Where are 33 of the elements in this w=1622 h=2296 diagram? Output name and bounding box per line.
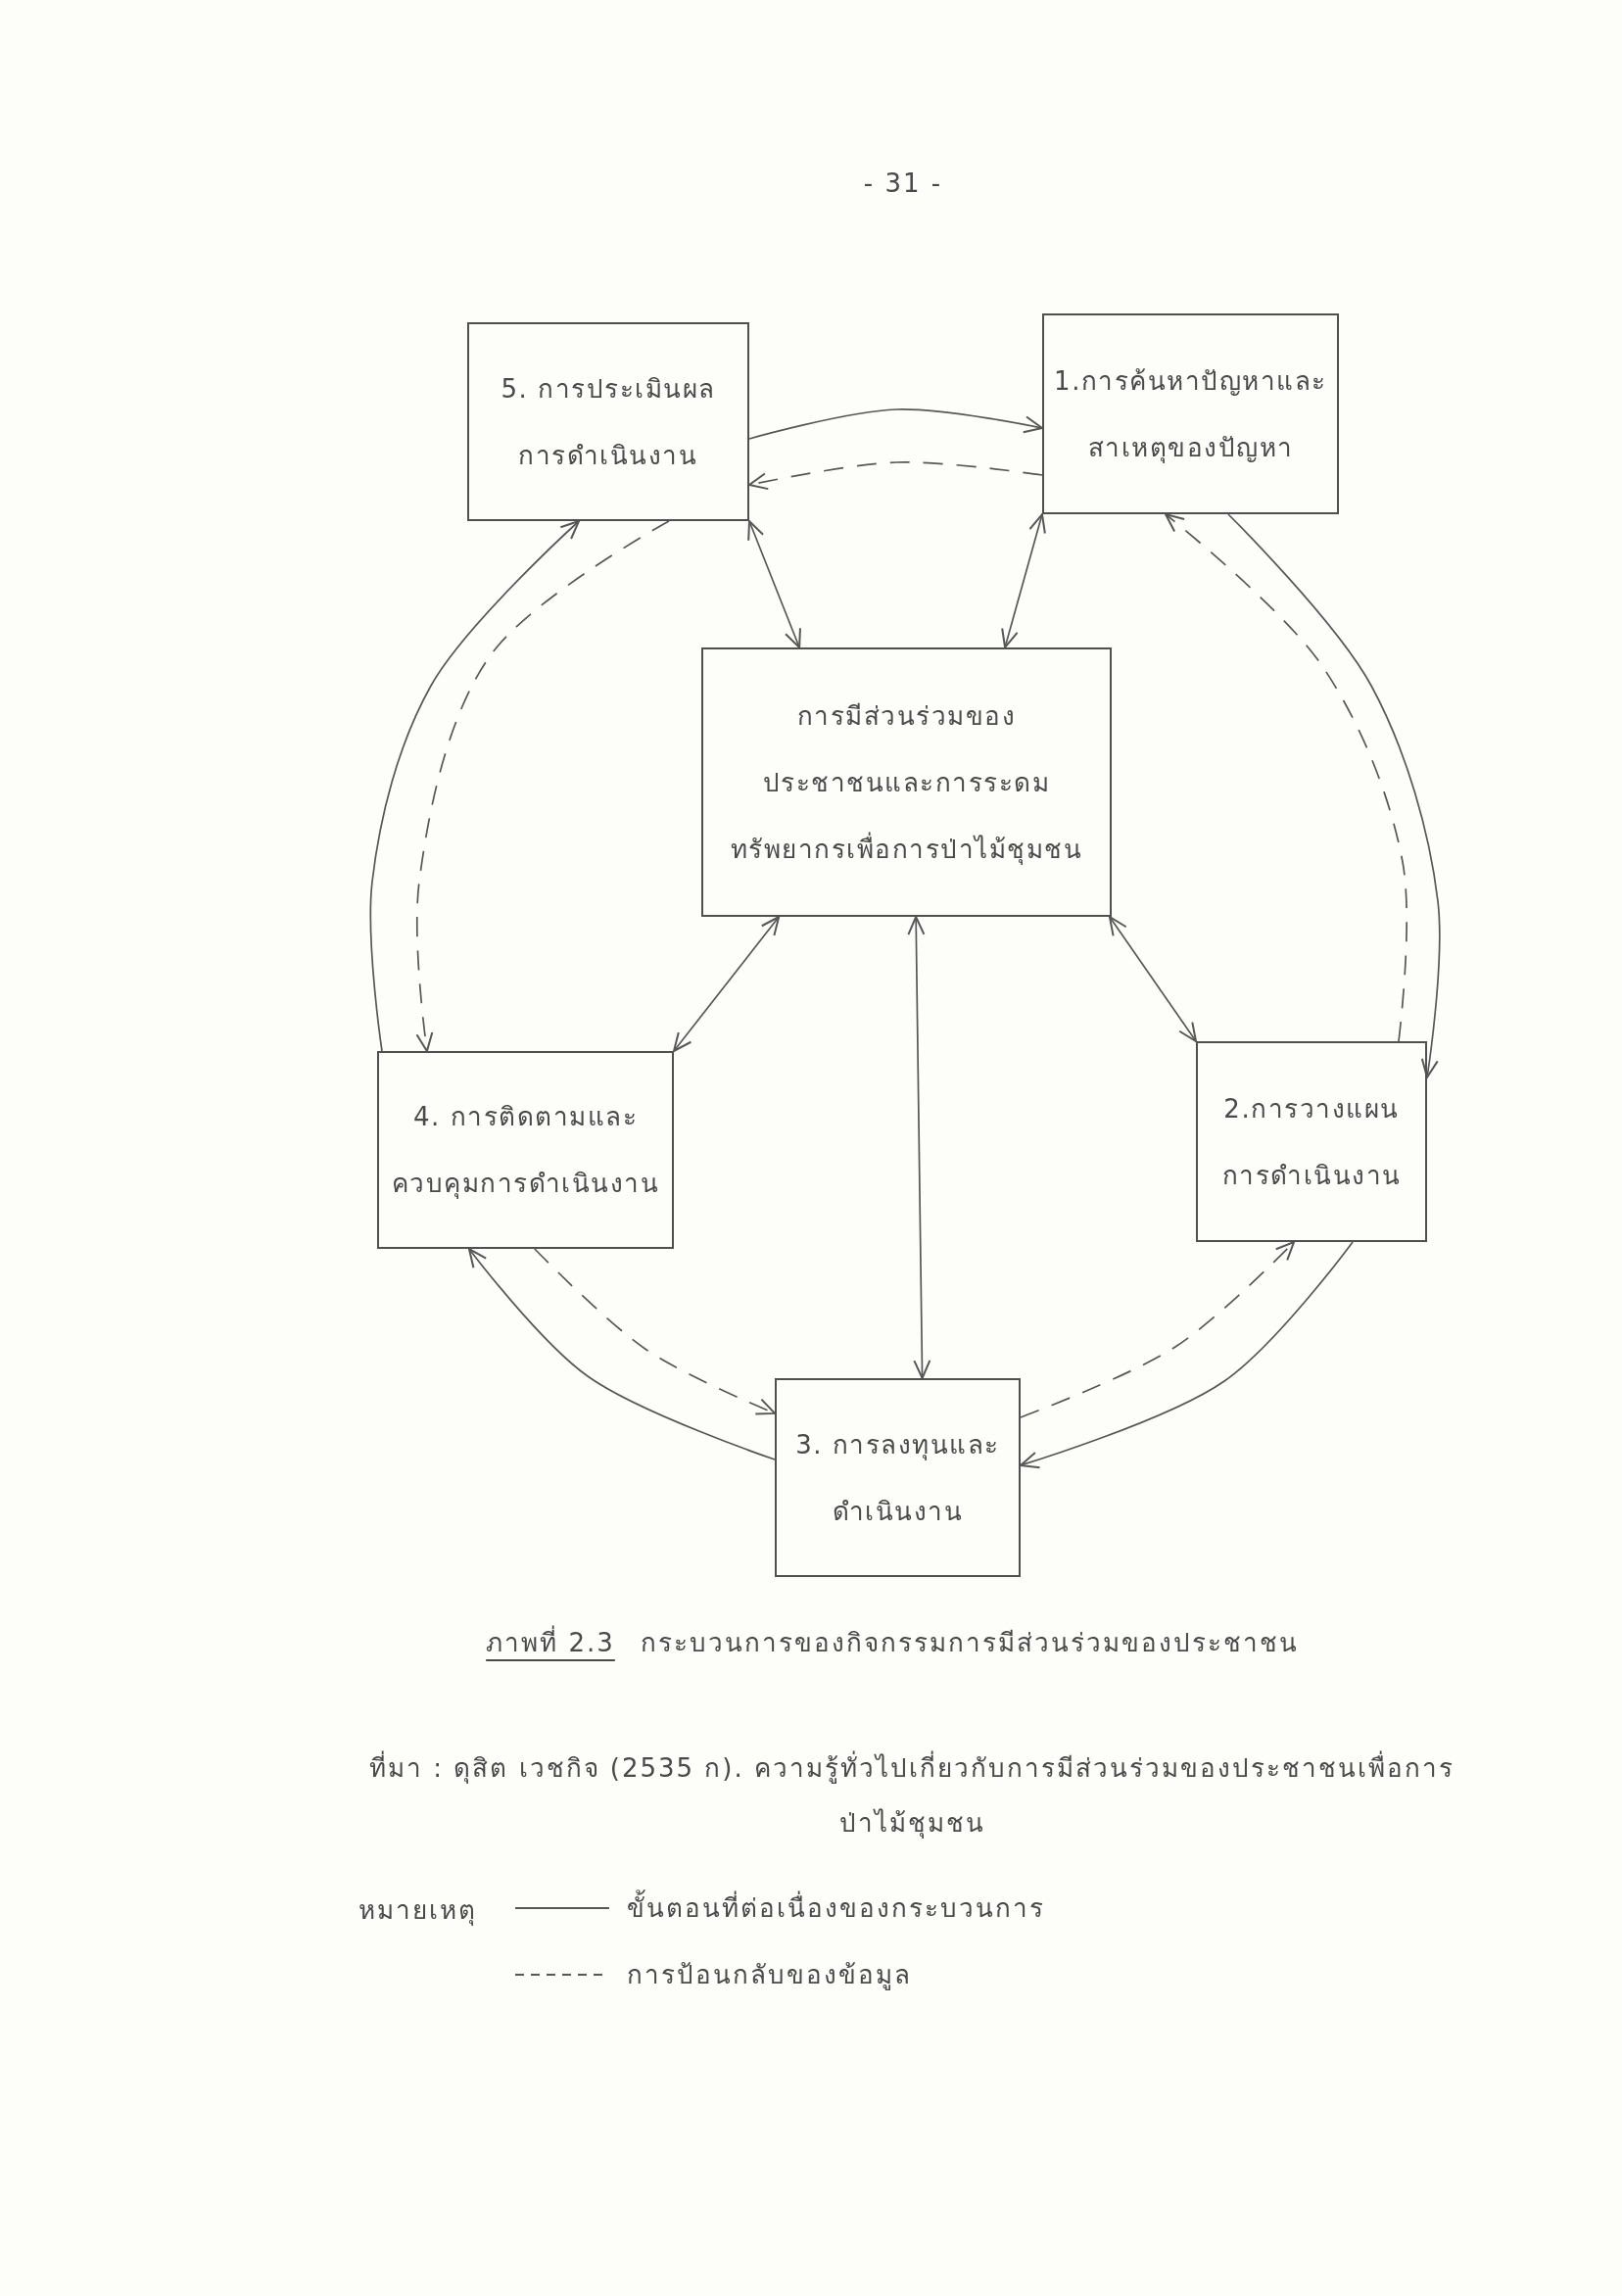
arrow	[467, 1248, 776, 1460]
step-label: การมีส่วนร่วมของประชาชนและการระดมทรัพยากรเพื่อการป่าไม้ชุมชน	[730, 699, 1083, 867]
dashed-arrow	[534, 1248, 776, 1415]
process-box	[467, 322, 749, 521]
note-heading: หมายเหตุ	[358, 1894, 478, 1928]
double-headed-arrow	[747, 520, 801, 648]
process-box	[775, 1378, 1021, 1577]
arrow	[1227, 513, 1441, 1078]
process-box	[1196, 1041, 1427, 1242]
page-number: - 31 -	[862, 167, 944, 200]
source-note: ที่มา : ดุสิต เวชกิจ (2535 ก). ความรู้ทั่วไปเกี่ยวกับการมีส่วนร่วมของประชาชนเพื่อการป่าไม้ชุมชน	[349, 1741, 1475, 1850]
arrow	[369, 520, 581, 1052]
dashed-arrow	[415, 520, 670, 1052]
legend-label: ขั้นตอนที่ต่อเนื่องของกระบวนการ	[627, 1881, 1045, 1936]
step-label: 3. การลงทุนและดำเนินงาน	[795, 1428, 1000, 1528]
step-label: 4. การติดตามและควบคุมการดำเนินงาน	[391, 1101, 660, 1201]
arrow	[1020, 1241, 1354, 1469]
legend-label: การป้อนกลับของข้อมูล	[627, 1959, 912, 1992]
double-headed-arrow	[907, 916, 931, 1379]
process-box	[377, 1051, 674, 1249]
arrow	[748, 408, 1043, 440]
step-label: 2.การวางแผนการดำเนินงาน	[1221, 1092, 1402, 1192]
figure-caption: ภาพที่ 2.3 กระบวนการของกิจกรรมการมีส่วนร่วมของประชาชน	[403, 1615, 1382, 1670]
double-headed-arrow	[673, 916, 781, 1052]
step-label: 5. การประเมินผลการดำเนินงาน	[501, 372, 716, 472]
dashed-arrow	[1165, 513, 1407, 1042]
step-label: 1.การค้นหาปัญหาและสาเหตุของปัญหา	[1054, 364, 1327, 465]
process-box	[701, 647, 1112, 917]
process-box	[1042, 313, 1339, 514]
dashed-arrow	[1020, 1241, 1296, 1418]
double-headed-arrow	[1001, 513, 1046, 648]
double-headed-arrow	[1108, 916, 1197, 1042]
dashed-arrow	[748, 461, 1043, 491]
